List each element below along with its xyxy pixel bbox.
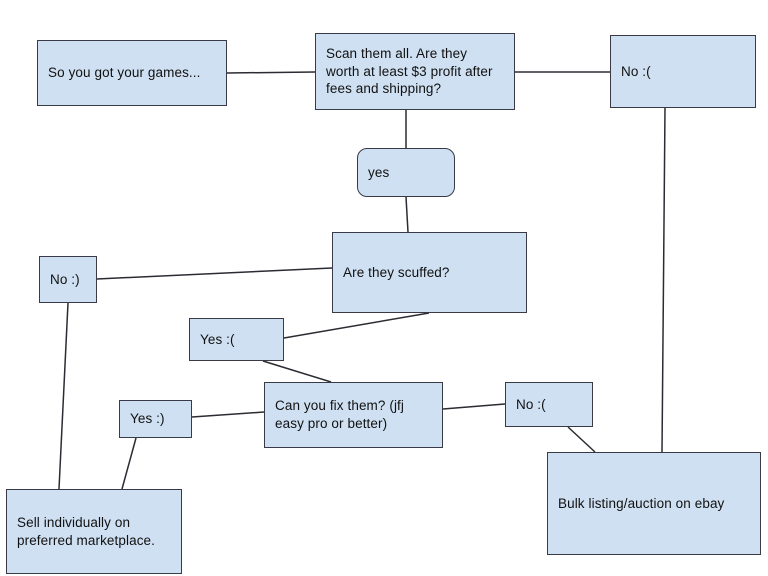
- node-label-yes-worth: yes: [368, 164, 390, 180]
- node-label-scan: Scan them all. Are they worth at least $…: [326, 45, 493, 97]
- node-label-no-not-worth: No :(: [621, 63, 651, 79]
- node-bulk-listing[interactable]: Bulk listing/auction on ebay: [547, 452, 761, 555]
- node-yes-can-fix[interactable]: Yes :): [119, 400, 192, 438]
- node-no-not-worth[interactable]: No :(: [610, 35, 756, 108]
- node-label-no-not-scuffed: No :): [50, 271, 80, 287]
- connector-scuffed-to-no: [96, 267, 333, 280]
- connector-noscuffed-to-sell: [58, 302, 69, 490]
- node-label-start: So you got your games...: [48, 65, 201, 81]
- node-label-yes-scuffed: Yes :(: [200, 331, 235, 347]
- connector-start-to-scan: [226, 71, 316, 74]
- node-sell-individually[interactable]: Sell individually on preferred marketpla…: [6, 489, 182, 574]
- connector-yes-scuffed-to-canfix: [262, 360, 332, 383]
- node-label-can-fix: Can you fix them? (jfj easy pro or bette…: [275, 398, 404, 431]
- connector-canfix-to-no: [442, 403, 506, 410]
- node-label-scuffed: Are they scuffed?: [343, 264, 450, 280]
- connector-notworth-to-bulk: [661, 107, 666, 453]
- node-label-no-cant-fix: No :(: [516, 396, 546, 412]
- node-no-cant-fix[interactable]: No :(: [505, 382, 593, 427]
- node-yes-scuffed[interactable]: Yes :(: [189, 318, 284, 361]
- connector-yescanfix-to-sell: [121, 437, 137, 490]
- node-label-sell-individually: Sell individually on preferred marketpla…: [17, 514, 156, 548]
- node-label-bulk-listing: Bulk listing/auction on ebay: [558, 495, 725, 511]
- node-scuffed[interactable]: Are they scuffed?: [332, 232, 527, 313]
- node-no-not-scuffed[interactable]: No :): [39, 256, 97, 303]
- connector-nofix-to-bulk: [567, 426, 596, 453]
- node-scan[interactable]: Scan them all. Are they worth at least $…: [315, 33, 515, 110]
- node-label-yes-can-fix: Yes :): [130, 411, 165, 427]
- connector-yes-to-scuffed: [405, 196, 409, 233]
- connector-canfix-to-yes: [191, 411, 265, 418]
- node-can-fix[interactable]: Can you fix them? (jfj easy pro or bette…: [264, 382, 443, 448]
- node-yes-worth[interactable]: yes: [357, 148, 455, 197]
- connector-scuffed-to-yes: [283, 312, 430, 339]
- node-start[interactable]: So you got your games...: [37, 40, 227, 106]
